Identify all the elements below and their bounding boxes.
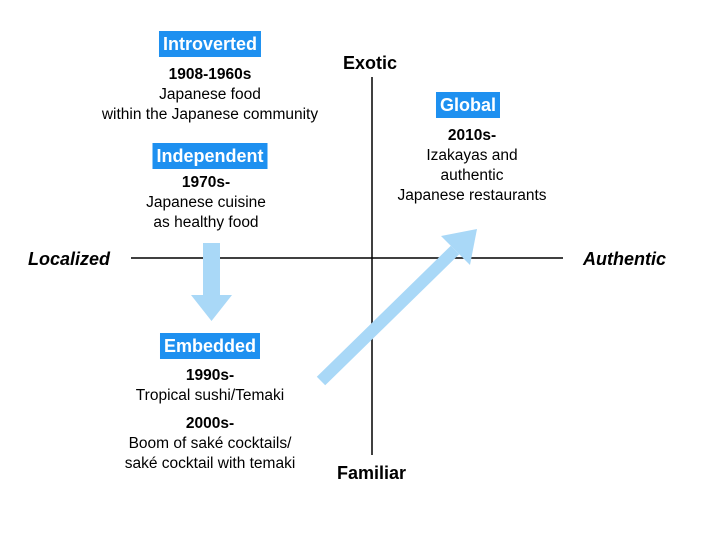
- independent-badge: Independent: [152, 143, 268, 169]
- diagonal-arrow: [316, 229, 477, 386]
- embedded-badge: Embedded: [159, 333, 261, 359]
- global-badge: Global: [435, 92, 501, 118]
- embedded-era-1990s: 1990s-: [185, 367, 235, 384]
- global-text: 2010s- Izakayas and authentic Japanese r…: [397, 126, 546, 206]
- embedded-line: Boom of saké cocktails/: [128, 435, 292, 452]
- global-line: Japanese restaurants: [397, 187, 547, 204]
- embedded-text-2000s: 2000s- Boom of saké cocktails/ saké cock…: [125, 414, 296, 474]
- independent-line: Japanese cuisine: [146, 194, 266, 211]
- independent-era: 1970s-: [181, 174, 231, 191]
- global-line: authentic: [440, 167, 504, 184]
- embedded-line: Tropical sushi/Temaki: [135, 387, 285, 404]
- down-arrow: [191, 243, 232, 321]
- global-era: 2010s-: [447, 127, 497, 144]
- axis-label-authentic: Authentic: [583, 249, 666, 269]
- independent-text: 1970s- Japanese cuisine as healthy food: [146, 173, 266, 233]
- axis-label-familiar: Familiar: [337, 463, 407, 483]
- axis-label-exotic: Exotic: [343, 53, 398, 73]
- introverted-badge: Introverted: [158, 31, 262, 57]
- embedded-era-2000s: 2000s-: [185, 415, 235, 432]
- global-line: Izakayas and: [426, 147, 518, 164]
- introverted-line: within the Japanese community: [101, 106, 319, 123]
- embedded-text-1990s: 1990s- Tropical sushi/Temaki: [136, 366, 284, 406]
- independent-line: as healthy food: [153, 214, 259, 231]
- introverted-line: Japanese food: [159, 86, 261, 103]
- introverted-era: 1908-1960s: [168, 66, 252, 83]
- axis-label-localized: Localized: [28, 249, 111, 269]
- introverted-text: 1908-1960s Japanese food within the Japa…: [102, 65, 318, 125]
- embedded-line: saké cocktail with temaki: [124, 455, 296, 472]
